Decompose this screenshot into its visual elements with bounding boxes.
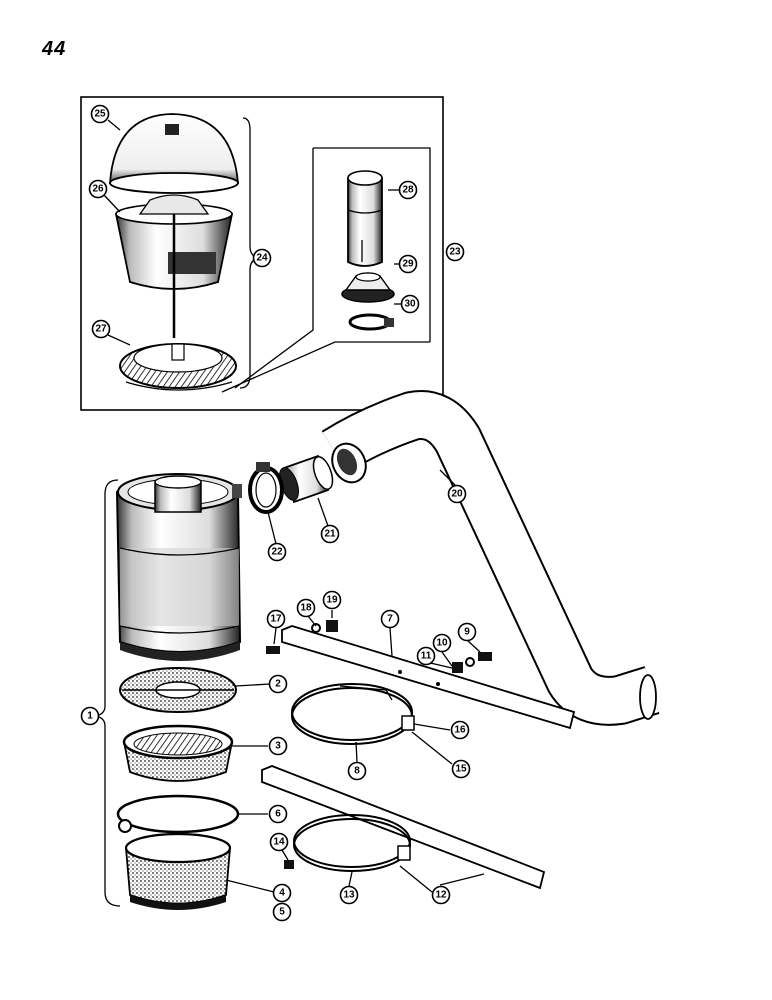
callout-4: 4 [272,883,292,903]
callout-26: 26 [88,179,108,199]
precleaner-clamp [348,313,394,331]
hose-clamp [248,462,284,514]
callout-16: 16 [450,720,470,740]
callout-30: 30 [400,294,420,314]
callout-27: 27 [91,319,111,339]
precleaner-grommet [341,272,395,303]
callout-15: 15 [451,759,471,779]
callout-9: 9 [457,622,477,642]
callout-12: 12 [431,885,451,905]
svg-text:25: 25 [94,109,106,120]
intake-hose [278,454,334,504]
svg-text:29: 29 [402,259,414,270]
svg-text:6: 6 [275,809,281,820]
callout-2: 2 [268,674,288,694]
svg-text:2: 2 [275,679,281,690]
callout-18: 18 [296,598,316,618]
svg-text:19: 19 [326,595,338,606]
callout-20: 20 [447,484,467,504]
svg-text:8: 8 [354,766,360,777]
callout-6: 6 [268,804,288,824]
precleaner-base [119,343,237,391]
svg-text:1: 1 [87,711,93,722]
svg-text:9: 9 [464,627,470,638]
callout-8: 8 [347,761,367,781]
svg-text:13: 13 [343,890,355,901]
callout-11: 11 [416,646,436,666]
upper-mounting-rail [281,625,576,730]
svg-text:24: 24 [256,253,268,264]
upper-strap [291,683,415,745]
svg-text:18: 18 [300,603,312,614]
callout-3: 3 [268,736,288,756]
svg-text:5: 5 [279,907,285,918]
svg-text:3: 3 [275,741,281,752]
hardware-bolts [266,620,492,869]
callout-19: 19 [322,590,342,610]
callout-13: 13 [339,885,359,905]
precleaner-inset [80,96,444,411]
svg-text:23: 23 [449,247,461,258]
callout-28: 28 [398,180,418,200]
callout-21: 21 [320,524,340,544]
filter-element [119,667,237,713]
svg-text:22: 22 [271,547,283,558]
svg-text:11: 11 [421,651,432,662]
callout-7: 7 [380,609,400,629]
svg-text:27: 27 [95,324,107,335]
intake-pipe [321,390,660,726]
svg-text:21: 21 [324,529,336,540]
lower-strap [293,814,411,872]
callout-17: 17 [266,609,286,629]
callout-24: 24 [252,248,272,268]
callout-14: 14 [269,832,289,852]
lower-mounting-rail [261,765,546,890]
svg-text:10: 10 [436,638,448,649]
precleaner-bowl [114,194,234,338]
callout-25: 25 [90,104,110,124]
callout-23: 23 [445,242,465,262]
precleaner-tube [347,170,383,267]
svg-text:7: 7 [387,614,393,625]
svg-text:12: 12 [435,890,447,901]
svg-text:16: 16 [454,725,466,736]
svg-text:26: 26 [92,184,104,195]
svg-text:17: 17 [270,614,282,625]
svg-text:15: 15 [455,764,467,775]
inner-cup [122,724,234,782]
air-cleaner-body [115,473,242,661]
callout-5: 5 [272,902,292,922]
callout-10: 10 [432,633,452,653]
precleaner-cap [109,113,239,194]
svg-text:30: 30 [404,299,416,310]
callout-22: 22 [267,542,287,562]
svg-text:28: 28 [402,185,414,196]
svg-text:20: 20 [451,489,463,500]
page-number: 44 [42,38,67,60]
svg-text:4: 4 [279,888,285,899]
band-clamp [116,794,240,834]
oil-cup [124,832,232,910]
callout-1: 1 [80,706,100,726]
callout-29: 29 [398,254,418,274]
svg-text:14: 14 [273,837,285,848]
